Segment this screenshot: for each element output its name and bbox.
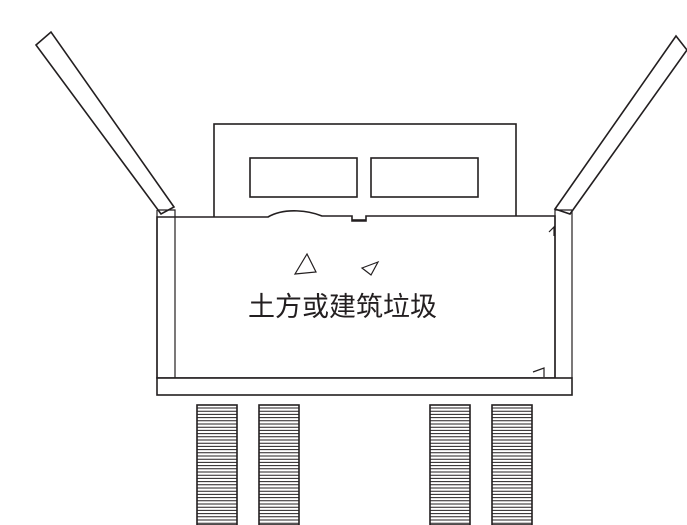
container-box (156, 210, 556, 379)
pile-3 (429, 404, 471, 525)
right-inner-wall (554, 209, 573, 378)
pile-1 (196, 404, 238, 525)
pile-2 (258, 404, 300, 525)
back-panel-window-left (249, 157, 358, 198)
pile-supports (196, 404, 533, 525)
triangle-symbol-2 (360, 260, 380, 276)
corner-mark-top-right (548, 225, 555, 236)
corner-mark-bottom-right (532, 367, 545, 377)
back-panel-window-right (370, 157, 479, 198)
pile-4 (491, 404, 533, 525)
fill-material-label: 土方或建筑垃圾 (248, 292, 437, 323)
base-slab (156, 377, 573, 396)
triangle-symbol-1 (293, 252, 317, 275)
right-slope-board (553, 34, 687, 215)
left-slope-board (34, 30, 176, 216)
left-inner-wall (156, 209, 176, 378)
